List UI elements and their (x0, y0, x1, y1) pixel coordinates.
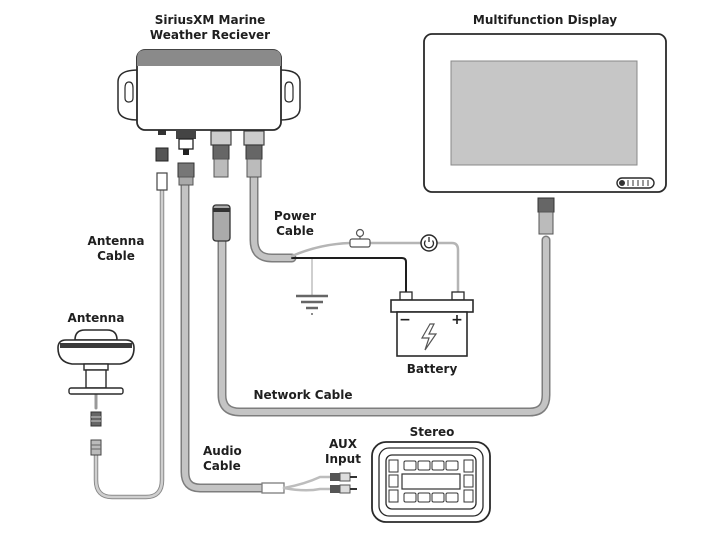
battery-negative-label: − (399, 312, 411, 328)
antenna-cable-label: Antenna Cable (76, 234, 156, 264)
stereo (371, 441, 491, 523)
battery-positive-label: + (451, 312, 463, 328)
audio-cable-label-line1: Audio (203, 444, 242, 458)
weather-receiver (117, 49, 301, 131)
antenna-cable-label-line2: Cable (97, 249, 135, 263)
receiver-connectors (155, 121, 265, 242)
aux-input-label: AUX Input (318, 437, 368, 467)
antenna-label: Antenna (67, 311, 125, 325)
multifunction-display (423, 33, 667, 235)
power-cable-label-line2: Cable (276, 224, 314, 238)
aux-input-label-line1: AUX (329, 437, 357, 451)
battery (390, 291, 474, 357)
audio-cable-label: Audio Cable (203, 444, 253, 474)
fuse-icon (349, 228, 371, 248)
receiver-label-line1: SiriusXM Marine (154, 13, 266, 27)
antenna (57, 329, 135, 395)
power-cable-label-line1: Power (273, 209, 317, 223)
network-cable-label: Network Cable (253, 388, 353, 402)
rca-plugs-icon (330, 472, 357, 494)
receiver-label: SiriusXM Marine Weather Reciever (140, 13, 280, 43)
power-cable-label: Power Cable (265, 209, 325, 239)
network-cable (217, 230, 551, 417)
display-label: Multifunction Display (472, 13, 618, 27)
audio-cable-label-line2: Cable (203, 459, 241, 473)
power-cable (249, 170, 460, 296)
battery-label: Battery (406, 362, 458, 376)
audio-cable (180, 170, 332, 494)
ground-icon (296, 294, 328, 315)
stereo-label: Stereo (409, 425, 455, 439)
lightning-icon (420, 323, 438, 351)
receiver-label-line2: Weather Reciever (149, 28, 271, 42)
power-switch-icon (420, 234, 438, 252)
antenna-connector-icon (90, 411, 102, 456)
antenna-cable-label-line1: Antenna (87, 234, 145, 248)
aux-input-label-line2: Input (325, 452, 361, 466)
